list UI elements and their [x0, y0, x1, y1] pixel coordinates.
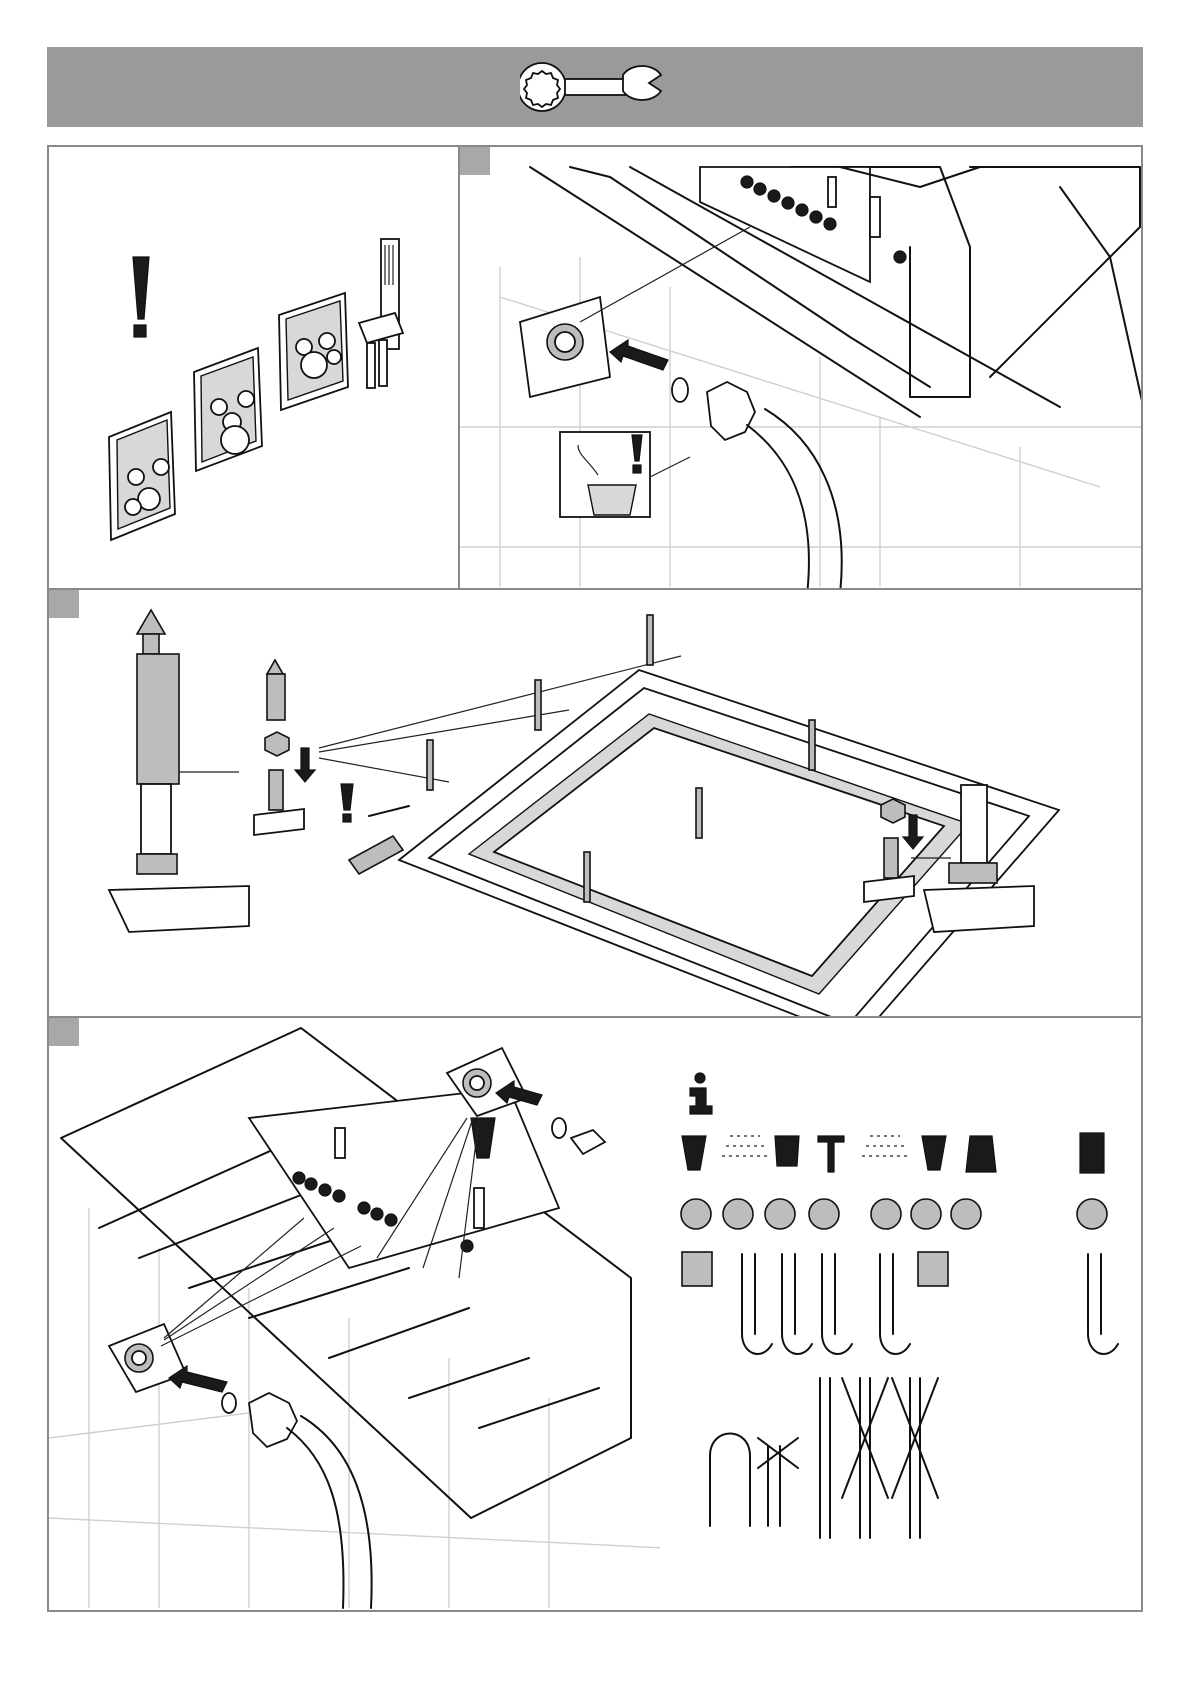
wall-tiles	[49, 1208, 663, 1608]
ceiling-slab	[61, 1028, 631, 1518]
header-band	[47, 47, 1143, 127]
step-tab	[49, 590, 79, 618]
frame	[399, 615, 1059, 1020]
panel-control-variants	[47, 145, 460, 592]
panel-outlet-info	[660, 1016, 1143, 1612]
control-three-button-medium	[194, 348, 262, 471]
hose-connectors	[682, 1252, 1118, 1354]
cable-plug	[349, 806, 409, 874]
long-bolt-tool	[109, 610, 249, 932]
stud-nut-detail	[254, 660, 315, 835]
outlet-detail-bottom	[109, 1218, 372, 1608]
washer	[672, 378, 688, 402]
wrench-icon	[520, 59, 670, 115]
panel-mount-frame	[47, 588, 1143, 1020]
nut-row	[681, 1199, 1107, 1229]
exclamation-warning-icon	[341, 784, 353, 822]
hand-shower-holder	[359, 239, 403, 388]
exclamation-warning-icon	[133, 257, 149, 337]
panel-connect-outlets	[47, 1016, 663, 1612]
step-tab	[460, 147, 490, 175]
mounting-box-ceiling	[530, 167, 1143, 437]
control-three-button-small	[109, 412, 175, 540]
step-tab	[49, 1018, 79, 1046]
pipe-variants	[710, 1378, 938, 1538]
info-icon	[690, 1073, 712, 1114]
function-symbols	[682, 1133, 1104, 1173]
fitting-detail	[520, 227, 750, 397]
push-arrow-icon	[610, 340, 668, 370]
wall-tiles	[460, 257, 1143, 587]
hose	[707, 382, 842, 592]
control-three-button-large	[279, 293, 348, 410]
panel-connect-hose	[458, 145, 1143, 592]
